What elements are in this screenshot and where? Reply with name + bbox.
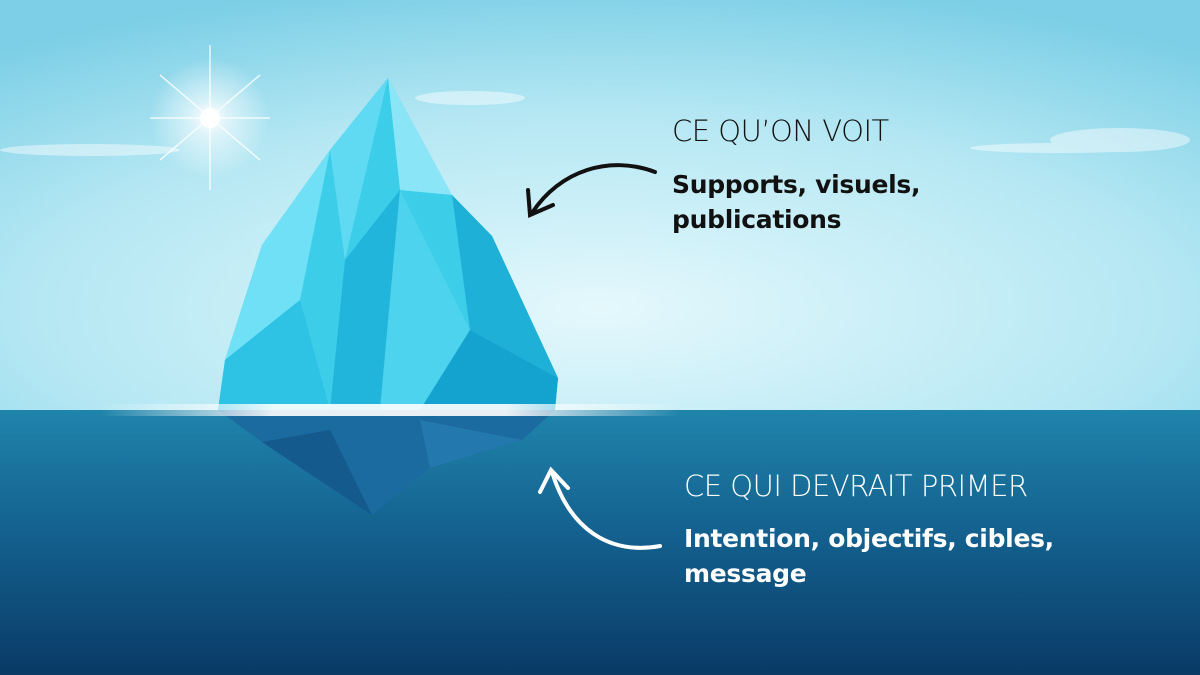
water: [0, 410, 1200, 675]
hidden-part-description: Intention, objectifs, cibles, message: [684, 521, 1054, 591]
arrow-bottom-icon: [538, 466, 662, 550]
description-line: publications: [672, 205, 842, 234]
visible-part-title: CE QU’ON VOIT: [672, 114, 889, 148]
horizon-glow: [100, 404, 680, 416]
clouds: [0, 91, 1190, 156]
sky: [0, 0, 1200, 412]
description-line: Intention, objectifs, cibles,: [684, 524, 1054, 553]
visible-part-description: Supports, visuels, publications: [672, 167, 920, 237]
iceberg-underwater: [218, 410, 555, 515]
arrow-top-icon: [526, 163, 657, 218]
hidden-part-title: CE QUI DEVRAIT PRIMER: [684, 469, 1028, 503]
description-line: message: [684, 559, 807, 588]
iceberg: [218, 78, 558, 410]
sun-icon: [150, 45, 270, 190]
description-line: Supports, visuels,: [672, 170, 921, 199]
